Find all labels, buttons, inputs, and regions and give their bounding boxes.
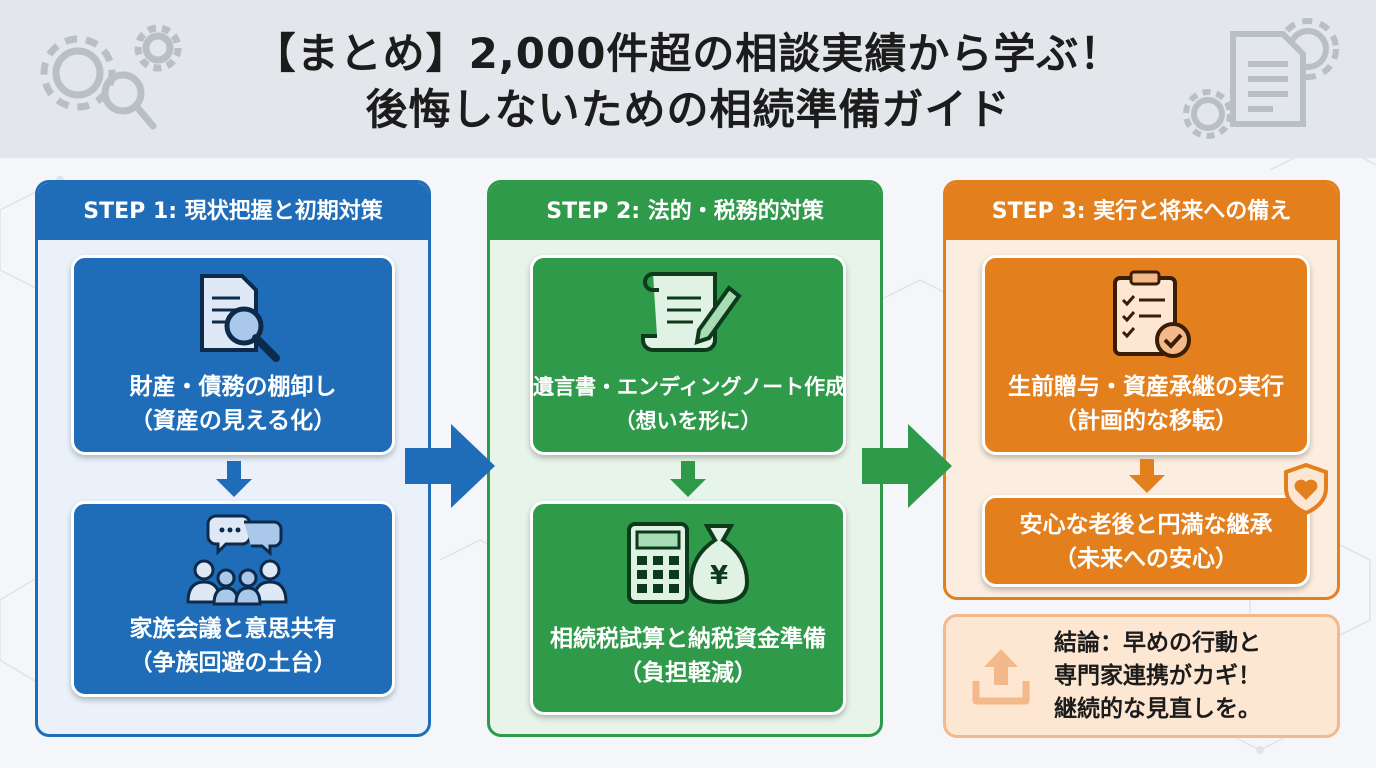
title-line-2: 後悔しないための相続準備ガイド	[365, 85, 1011, 134]
conclusion-line-2: 専門家連携がカギ！	[1054, 663, 1261, 689]
document-search-icon	[200, 274, 280, 362]
card-line-1: 安心な老後と円満な継承	[1019, 512, 1273, 538]
big-arrow-right-icon	[862, 424, 952, 508]
conclusion-line-1: 結論：早めの行動と	[1054, 630, 1261, 656]
card-line-2: （未来への安心）	[1054, 546, 1238, 572]
step-3-title: STEP 3: 実行と将来への備え	[946, 183, 1337, 240]
conclusion-line-3: 継続的な見直しを。	[1054, 696, 1261, 722]
step-2-card-will: 遺言書・エンディングノート作成 （想いを形に）	[530, 255, 846, 455]
step-1-title: STEP 1: 現状把握と初期対策	[38, 183, 428, 240]
down-arrow-icon	[670, 461, 706, 497]
title-line-1: 【まとめ】2,000件超の相談実績から学ぶ！	[253, 29, 1123, 78]
header: 【まとめ】2,000件超の相談実績から学ぶ！ 後悔しないための相続準備ガイド	[0, 0, 1376, 158]
step-1-card-family-meeting: 家族会議と意思共有 （争族回避の土台）	[71, 501, 395, 697]
step-2-card-tax: ¥ 相続税試算と納税資金準備 （負担軽減）	[530, 501, 846, 715]
card-line-2: （負担軽減）	[619, 660, 757, 686]
clipboard-check-icon	[1113, 270, 1191, 358]
page-title: 【まとめ】2,000件超の相談実績から学ぶ！ 後悔しないための相続準備ガイド	[0, 26, 1376, 138]
step-3-card-gift: 生前贈与・資産承継の実行 （計画的な移転）	[982, 255, 1310, 455]
card-line-1: 生前贈与・資産承継の実行	[1008, 374, 1284, 400]
card-line-1: 財産・債務の棚卸し	[129, 374, 337, 400]
step-1-card-inventory: 財産・債務の棚卸し （資産の見える化）	[71, 255, 395, 455]
card-line-1: 家族会議と意思共有	[129, 616, 337, 642]
card-line-1: 遺言書・エンディングノート作成	[533, 375, 847, 399]
calculator-money-bag-icon: ¥	[627, 522, 750, 605]
conclusion-box: 結論：早めの行動と 専門家連携がカギ！ 継続的な見直しを。	[943, 614, 1340, 738]
svg-text:¥: ¥	[710, 561, 728, 591]
card-line-2: （計画的な移転）	[1054, 408, 1238, 434]
upload-icon	[972, 649, 1030, 705]
heart-shield-icon	[1284, 462, 1328, 516]
card-line-2: （争族回避の土台）	[129, 650, 337, 676]
down-arrow-icon	[1129, 459, 1165, 493]
family-chat-icon	[186, 514, 288, 606]
down-arrow-icon	[216, 461, 252, 497]
document-gear-icon	[1183, 18, 1339, 139]
conclusion-text: 結論：早めの行動と 専門家連携がカギ！ 継続的な見直しを。	[1054, 627, 1261, 726]
step-1-panel: STEP 1: 現状把握と初期対策 財産・債務の棚卸し （資産の見える化）	[35, 180, 431, 737]
card-line-2: （資産の見える化）	[129, 408, 337, 434]
card-line-2: （想いを形に）	[614, 409, 762, 433]
gear-magnifier-icon	[40, 24, 182, 130]
scroll-pen-icon	[641, 272, 742, 352]
card-line-1: 相続税試算と納税資金準備	[550, 626, 826, 652]
step-3-panel: STEP 3: 実行と将来への備え 生前贈与・資産承継の実行 （計画的な移転） …	[943, 180, 1340, 600]
big-arrow-right-icon	[405, 424, 495, 508]
step-3-card-future: 安心な老後と円満な継承 （未来への安心）	[982, 495, 1310, 587]
step-2-panel: STEP 2: 法的・税務的対策 遺言書・エンディングノート作成 （想いを形に）	[487, 180, 883, 737]
step-2-title: STEP 2: 法的・税務的対策	[490, 183, 880, 240]
